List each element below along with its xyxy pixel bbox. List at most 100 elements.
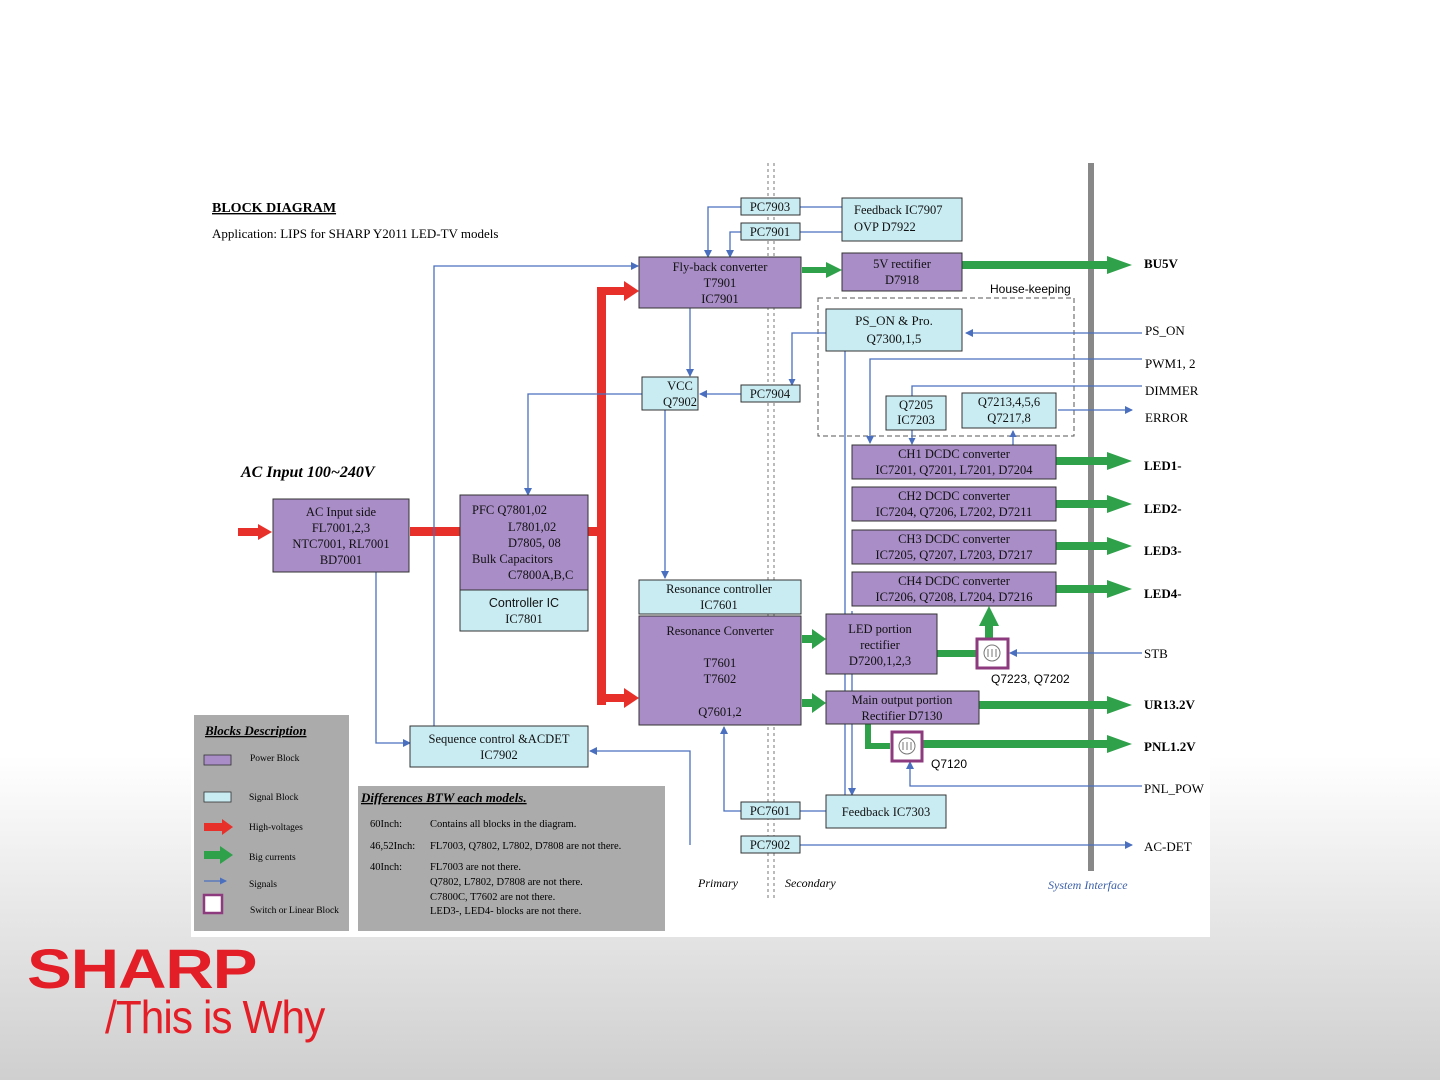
res-to-led-rect-arrow xyxy=(802,629,826,649)
diff-extra-0: Q7802, L7802, D7808 are not there. xyxy=(430,877,583,888)
switch-to-ch-arrow xyxy=(979,606,999,626)
led2-arrow xyxy=(1056,495,1132,513)
pc7902-label: PC7902 xyxy=(750,838,790,852)
main-out-to-switch-path xyxy=(865,724,890,749)
rect5v-line2: D7918 xyxy=(885,273,919,287)
block-5v-rectifier xyxy=(841,252,963,292)
controller-ic-line1: Controller IC xyxy=(489,596,559,610)
pc7601 xyxy=(740,801,801,820)
flyback-line3: IC7901 xyxy=(701,292,739,306)
pc7601-label: PC7601 xyxy=(750,804,790,818)
out-pson: PS_ON xyxy=(1145,323,1185,338)
switch-block-stb xyxy=(975,637,1010,670)
block-ch4 xyxy=(851,571,1057,607)
ac-input-line2: FL7001,2,3 xyxy=(312,521,370,535)
differences-panel: Differences BTW each models. 60Inch: Con… xyxy=(358,786,665,931)
block-flyback xyxy=(638,256,802,309)
vcc-line2: Q7902 xyxy=(663,395,697,409)
legend-title: Blocks Description xyxy=(204,723,306,738)
sig-vcc-pfc xyxy=(524,393,642,496)
ur13-arrow xyxy=(979,696,1132,714)
seq-line2: IC7902 xyxy=(480,748,518,762)
res-to-main-out-arrow xyxy=(802,693,826,713)
block-ch3 xyxy=(851,529,1057,565)
led-rect-to-switch-bar xyxy=(937,650,977,657)
legend-label-4: Signals xyxy=(249,880,277,890)
out-ur13: UR13.2V xyxy=(1144,697,1196,712)
sig-pson-pc7904 xyxy=(788,332,826,386)
application-text: Application: LIPS for SHARP Y2011 LED-TV… xyxy=(212,226,498,241)
ch1-line2: IC7201, Q7201, L7201, D7204 xyxy=(876,463,1034,477)
legend-label-2: High-voltages xyxy=(249,823,303,833)
led3-arrow xyxy=(1056,537,1132,555)
resconv-line4: Q7601,2 xyxy=(698,705,741,719)
block-ac-input xyxy=(272,498,410,573)
legend-swatch-signal xyxy=(203,791,232,803)
differences-title: Differences BTW each models. xyxy=(360,790,527,805)
block-ps-on xyxy=(825,308,963,352)
vcc-line1: VCC xyxy=(667,379,693,393)
rect5v-line1: 5V rectifier xyxy=(873,257,932,271)
ac-input-line1: AC Input side xyxy=(306,505,377,519)
sharp-logo: SHARP /This is Why xyxy=(27,936,387,1066)
pc7904-label: PC7904 xyxy=(750,387,791,401)
blocks xyxy=(272,197,1057,854)
block-ch2 xyxy=(851,486,1057,522)
block-q7213 xyxy=(961,392,1057,429)
pfc-line1: PFC Q7801,02 xyxy=(472,503,547,517)
block-controller-ic xyxy=(459,589,589,632)
out-led2: LED2- xyxy=(1144,501,1182,516)
block-sequence-control xyxy=(409,725,589,768)
signal-paths xyxy=(375,206,1142,849)
resconv-line2: T7601 xyxy=(704,656,737,670)
high-voltage-paths xyxy=(238,281,639,708)
differences-background xyxy=(358,786,665,931)
sig-seq-flyback xyxy=(433,262,639,726)
ac-to-pfc-bar xyxy=(410,527,460,536)
hv-to-resonance-arrow xyxy=(601,688,639,708)
pfc-line2: L7801,02 xyxy=(508,520,556,534)
pfc-line3: D7805, 08 xyxy=(508,536,561,550)
flyback-to-5v-arrow xyxy=(802,262,842,278)
pc7901 xyxy=(740,222,801,241)
logo-tagline: /This is Why xyxy=(105,991,325,1043)
diff-extra-1: C7800C, T7602 are not there. xyxy=(430,892,555,903)
housekeeping-label: House-keeping xyxy=(990,282,1071,296)
big-current-paths xyxy=(802,256,1132,753)
flyback-line2: T7901 xyxy=(704,276,737,290)
legend-label-1: Signal Block xyxy=(249,793,299,803)
out-stb: STB xyxy=(1144,646,1168,661)
feedback-top-line2: OVP D7922 xyxy=(854,220,916,234)
led1-arrow xyxy=(1056,452,1132,470)
q7205-line2: IC7203 xyxy=(897,413,935,427)
hv-bus-vertical xyxy=(597,287,606,705)
diff-text-0: Contains all blocks in the diagram. xyxy=(430,819,576,830)
pc7904 xyxy=(740,384,801,403)
diff-model-0: 60Inch: xyxy=(370,819,402,830)
sig-pc7601-resconv xyxy=(720,726,741,812)
sig-pnlpow xyxy=(906,761,1142,787)
ac-input-label: AC Input 100~240V xyxy=(240,464,376,481)
pc7903 xyxy=(740,197,801,216)
diff-model-2: 40Inch: xyxy=(370,862,402,873)
legend-swatch-switch xyxy=(202,893,224,915)
ac-input-line4: BD7001 xyxy=(320,553,362,567)
legend-labels: Power Block Signal Block High-voltages B… xyxy=(249,754,339,916)
pson-line2: Q7300,1,5 xyxy=(867,331,922,346)
out-acdet: AC-DET xyxy=(1144,839,1192,854)
ch4-line1: CH4 DCDC converter xyxy=(898,574,1011,588)
legend-label-3: Big currents xyxy=(249,853,296,863)
pc7901-label: PC7901 xyxy=(750,225,790,239)
out-bu5v: BU5V xyxy=(1144,256,1179,271)
pnl12-arrow xyxy=(922,735,1132,753)
legend-label-0: Power Block xyxy=(250,754,300,764)
diagram-title: BLOCK DIAGRAM xyxy=(212,201,336,216)
out-led4: LED4- xyxy=(1144,586,1182,601)
out-dimmer: DIMMER xyxy=(1145,383,1199,398)
ch3-line2: IC7205, Q7207, L7203, D7217 xyxy=(876,548,1033,562)
feedback-top-line1: Feedback IC7907 xyxy=(854,203,943,217)
ledrect-line3: D7200,1,2,3 xyxy=(849,654,911,668)
block-led-rectifier xyxy=(825,613,938,675)
